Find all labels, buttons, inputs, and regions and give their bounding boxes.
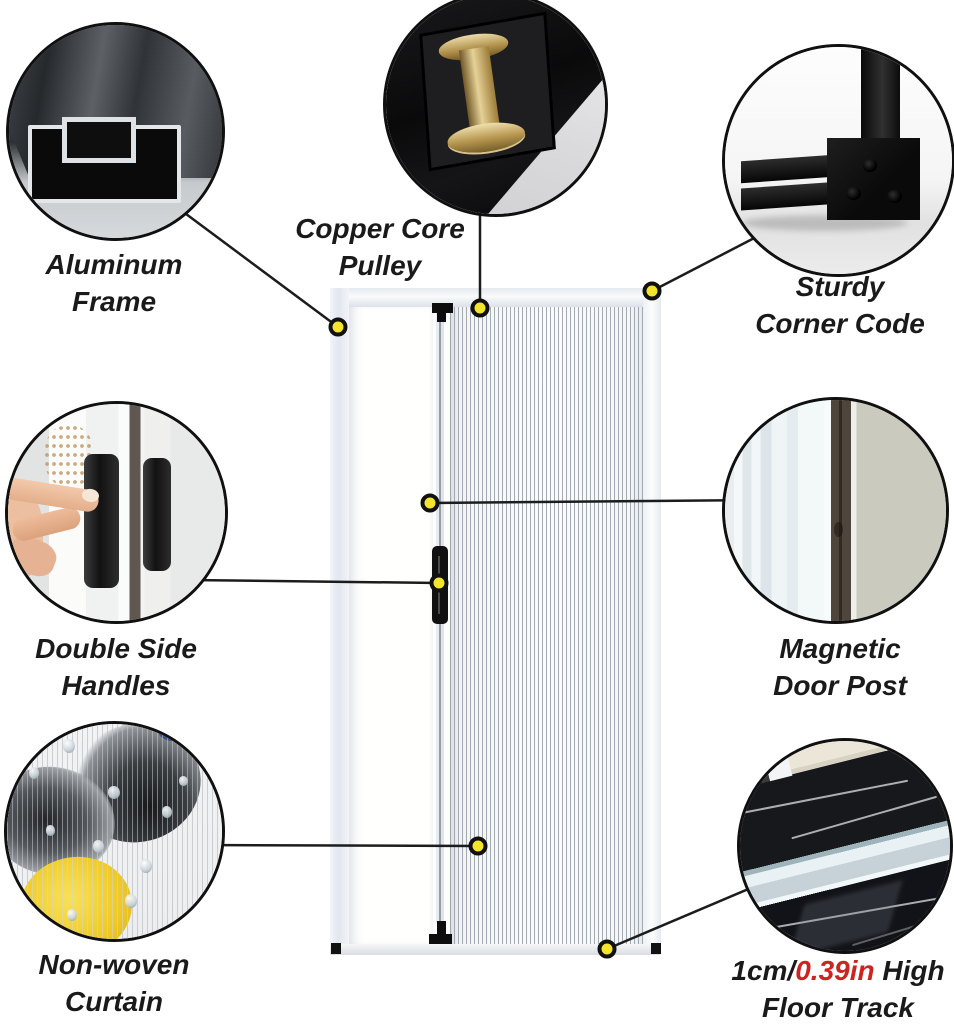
corner-vertical-bar [861, 47, 900, 150]
double-side-handles-photo [5, 401, 228, 624]
label-sturdy-corner-code: Sturdy Corner Code [740, 268, 940, 342]
water-droplet [140, 859, 153, 874]
label-line: Non-woven [38, 949, 190, 980]
marble-reflection [789, 880, 903, 951]
corner-screw-hole [886, 190, 902, 204]
line-non-woven-curtain [197, 843, 479, 848]
label-part: High [874, 955, 945, 986]
floor-track-photo [737, 738, 953, 954]
label-line: Aluminum [45, 249, 183, 280]
label-non-woven-curtain: Non-woven Curtain [14, 946, 214, 1020]
water-droplet [67, 908, 78, 921]
label-line: Copper Core [295, 213, 465, 244]
dot-magnetic-door-post [420, 493, 440, 513]
corner-screw-hole [845, 186, 861, 200]
curtain-pleat-stripes [7, 724, 222, 939]
magnet-strip-knot [834, 521, 844, 538]
water-droplet [125, 893, 138, 908]
label-magnetic-door-post: Magnetic Door Post [740, 630, 940, 704]
label-floor-track: 1cm/0.39in High Floor Track [723, 952, 953, 1024]
label-line: Curtain [65, 986, 163, 1017]
label-copper-core-pulley: Copper Core Pulley [280, 210, 480, 284]
label-line: 1cm/0.39in High [723, 952, 953, 989]
label-line: Sturdy [795, 271, 885, 302]
door-top-rail [330, 288, 660, 307]
label-line: Floor Track [762, 992, 914, 1023]
corner-plate [827, 137, 921, 220]
line-double-side-handles [187, 578, 440, 585]
dot-double-side-handles [429, 573, 449, 593]
water-droplet [45, 825, 55, 837]
water-droplet [62, 739, 75, 754]
door-left-frame [330, 288, 349, 955]
marble-vein [791, 796, 937, 840]
dot-copper-core-pulley [470, 298, 490, 318]
door-right-foot [651, 943, 661, 954]
sturdy-corner-code-photo [722, 44, 954, 277]
label-line: Handles [61, 670, 171, 701]
label-line: Magnetic [779, 633, 901, 664]
dot-floor-track [597, 939, 617, 959]
corner-screw-hole [862, 159, 878, 173]
line-magnetic-door-post [429, 498, 763, 505]
spool-column [459, 46, 500, 134]
water-droplet [161, 805, 172, 818]
aluminum-channel-groove [62, 116, 137, 163]
aluminum-frame-photo [6, 22, 225, 241]
label-line: Double Side [35, 633, 197, 664]
label-part: 1cm/ [731, 955, 796, 986]
label-line: Frame [71, 286, 157, 317]
label-part-highlight: 0.39in [795, 955, 875, 986]
magnet-strip-grain [838, 400, 843, 621]
door-right-frame [643, 288, 661, 955]
rear-handle [142, 458, 171, 572]
magnet-background [725, 400, 946, 621]
door-post-bottom-stem [437, 921, 446, 936]
callout-dots [328, 281, 662, 959]
floor-scene [740, 741, 950, 951]
door-post-top-bracket [432, 303, 453, 313]
label-line: Door Post [773, 670, 907, 701]
door-floor-track [330, 944, 660, 955]
label-aluminum-frame: Aluminum Frame [14, 246, 214, 320]
dot-aluminum-frame [328, 317, 348, 337]
door-open-area [349, 307, 433, 944]
label-line: Corner Code [755, 308, 925, 339]
dot-non-woven-curtain [468, 836, 488, 856]
label-double-side-handles: Double Side Handles [16, 630, 216, 704]
non-woven-curtain-photo [4, 721, 225, 942]
door-post-top-stem [437, 313, 446, 322]
dot-sturdy-corner-code [642, 281, 662, 301]
water-droplet [28, 767, 39, 779]
label-line: Pulley [338, 250, 422, 281]
magnetic-door-post-photo [722, 397, 949, 624]
door-left-foot [331, 943, 341, 954]
water-droplet [108, 786, 121, 800]
water-droplet [93, 840, 104, 854]
copper-core-pulley-photo [383, 0, 608, 217]
front-handle [83, 453, 119, 589]
water-droplet [179, 775, 188, 786]
door-post-bottom-bracket [429, 934, 452, 945]
